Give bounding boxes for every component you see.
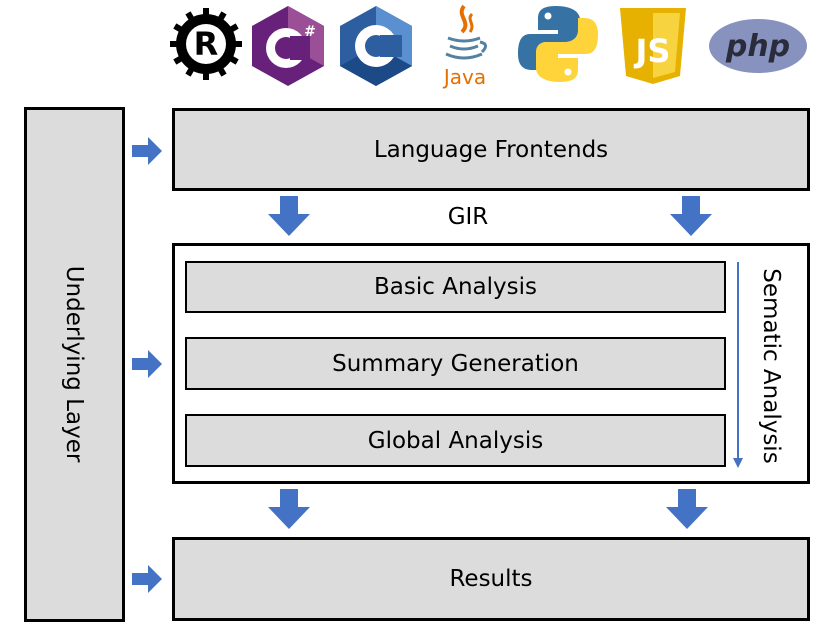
basic-analysis-box: Basic Analysis [185, 261, 726, 313]
arrow-down-icon [268, 196, 310, 236]
javascript-logo: JS [620, 8, 686, 84]
javascript-logo-text: JS [634, 32, 671, 70]
arrow-right-icon [132, 350, 162, 378]
php-logo-text: php [725, 29, 790, 64]
arrow-down-icon [666, 489, 708, 529]
java-logo-text: Java [442, 65, 486, 89]
language-frontends-label: Language Frontends [373, 136, 609, 163]
underlying-layer-label: Underlying Layer [61, 265, 87, 463]
global-analysis-box: Global Analysis [185, 414, 726, 467]
gir-label: GIR [447, 204, 489, 230]
basic-analysis-label: Basic Analysis [374, 274, 537, 300]
c-logo [340, 6, 412, 86]
php-logo: php [709, 19, 807, 73]
java-logo: Java [442, 4, 487, 89]
underlying-layer-box [24, 107, 125, 622]
results-box: Results [172, 537, 810, 621]
csharp-logo-sup: # [304, 24, 316, 40]
arrow-right-icon [132, 137, 162, 165]
results-label: Results [449, 566, 533, 592]
global-analysis-label: Global Analysis [367, 427, 544, 454]
sematic-analysis-label: Sematic Analysis [758, 268, 784, 464]
flow-arrow-icon [733, 262, 743, 468]
arrow-down-icon [670, 196, 712, 236]
summary-generation-box: Summary Generation [185, 337, 726, 390]
arrow-down-icon [268, 489, 310, 529]
python-logo [518, 6, 598, 82]
rust-logo-letter: R [194, 25, 219, 63]
language-frontends-box: Language Frontends [172, 108, 810, 191]
rust-logo: R [170, 8, 242, 80]
summary-generation-label: Summary Generation [332, 350, 579, 377]
csharp-logo: # [252, 6, 324, 86]
arrow-right-icon [132, 565, 162, 593]
